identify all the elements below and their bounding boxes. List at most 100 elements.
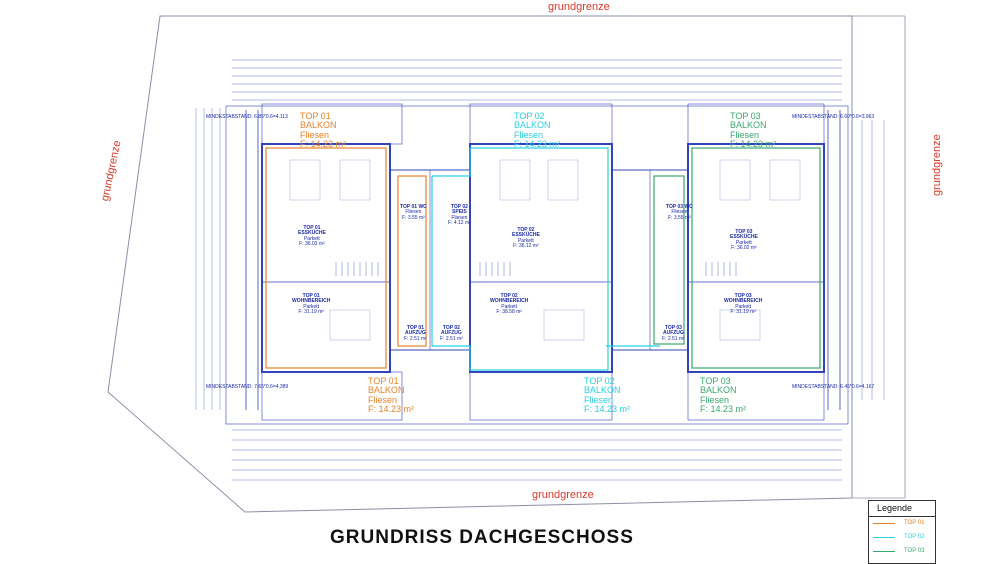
room-top03-living: TOP 03 WOHNBEREICH Parkett F: 31.19 m² bbox=[724, 293, 763, 315]
legend-item-top03: TOP 03 bbox=[869, 545, 935, 559]
property-boundary bbox=[107, 15, 853, 513]
balcony-area: F: 14.23 m² bbox=[514, 139, 561, 150]
balcony-top02-upper: TOP 02 BALKON Fliesen F: 14.23 m² bbox=[514, 111, 561, 150]
room-area: F: 3.55 m² bbox=[667, 214, 691, 221]
room-name: TOP 02 bbox=[442, 325, 460, 331]
room-name: TOP 02 bbox=[517, 227, 535, 233]
balcony-floor: Fliesen bbox=[514, 129, 544, 140]
drawing-title: GRUNDRISS DACHGESCHOSS bbox=[330, 527, 634, 548]
top02-outline bbox=[431, 147, 660, 371]
room-name: TOP 02 bbox=[500, 293, 518, 299]
room-name: TOP 01 bbox=[302, 293, 320, 299]
balcony-name: TOP 02 bbox=[514, 111, 545, 121]
dimension-lines-left bbox=[195, 108, 221, 410]
balcony-top01-lower: TOP 01 BALKON Fliesen F: 14.23 m² bbox=[368, 376, 415, 415]
room-type: ESSKÜCHE bbox=[512, 232, 540, 239]
legend-box: Legende TOP 01 TOP 02 TOP 03 bbox=[868, 500, 936, 564]
room-floor: Parkett bbox=[501, 303, 518, 310]
legend-item-top02: TOP 02 bbox=[869, 531, 935, 545]
balcony-area: F: 14.23 m² bbox=[730, 139, 777, 150]
room-type: AUFZUG bbox=[440, 330, 462, 337]
room-floor: Parkett bbox=[303, 235, 320, 242]
legend-swatch bbox=[873, 523, 895, 524]
room-top02-kitchen: TOP 02 ESSKÜCHE Parkett F: 36.12 m² bbox=[512, 227, 540, 249]
mindestabstand-bottom-left: MINDESTABSTAND: 7.65*0.6=4.389 bbox=[206, 384, 289, 390]
room-name: TOP 01 bbox=[406, 325, 424, 331]
room-top01-lift: TOP 01 AUFZUG F: 2.51 m² bbox=[404, 325, 427, 342]
grundgrenze-bottom-label: grundgrenze bbox=[532, 489, 594, 501]
room-type: SPEIS bbox=[452, 209, 467, 216]
balcony-name: TOP 03 bbox=[730, 111, 761, 121]
grundgrenze-top-label: grundgrenze bbox=[548, 1, 610, 13]
balcony-name: TOP 01 bbox=[368, 376, 399, 386]
balcony-name: TOP 01 bbox=[300, 111, 331, 121]
room-floor: Parkett bbox=[735, 239, 752, 246]
balcony-floor: Fliesen bbox=[700, 394, 730, 405]
balcony-area: F: 14.23 m² bbox=[300, 139, 347, 150]
balcony-top01-upper: TOP 01 BALKON Fliesen F: 14.23 m² bbox=[300, 111, 347, 150]
room-area: F: 2.51 m² bbox=[404, 335, 427, 342]
room-name: TOP 03 bbox=[735, 229, 753, 235]
room-area: F: 38.58 m² bbox=[496, 308, 522, 315]
mindestabstand-top-left: MINDESTABSTAND: 6.85*0.6=4.113 bbox=[206, 114, 288, 120]
building-walls bbox=[225, 103, 849, 425]
room-area: F: 3.55 m² bbox=[401, 214, 425, 221]
room-type: WOHNBEREICH bbox=[292, 298, 331, 305]
room-floor: Fliesen bbox=[405, 209, 422, 216]
legend-title: Legende bbox=[869, 501, 935, 517]
room-top01-living: TOP 01 WOHNBEREICH Parkett F: 31.19 m² bbox=[292, 293, 331, 315]
room-name: TOP 03 WC bbox=[666, 204, 693, 210]
room-top03-wc: TOP 03 WC Fliesen F: 3.55 m² bbox=[666, 204, 693, 221]
room-name: TOP 01 WC bbox=[400, 204, 427, 210]
legend-label: TOP 03 bbox=[904, 548, 925, 554]
balcony-area: F: 14.23 m² bbox=[700, 404, 747, 415]
room-floor: Parkett bbox=[517, 237, 534, 244]
room-type: ESSKÜCHE bbox=[298, 230, 326, 237]
room-area: F: 4.12 m² bbox=[448, 219, 471, 226]
room-top01-wc: TOP 01 WC Fliesen F: 3.55 m² bbox=[400, 204, 427, 221]
room-type: AUFZUG bbox=[662, 330, 684, 337]
room-floor: Parkett bbox=[735, 303, 752, 310]
mindestabstand-bottom-right: MINDESTABSTAND: 6.45*0.6=4.167 bbox=[792, 384, 875, 390]
grundgrenze-right-label: grundgrenze bbox=[931, 134, 943, 196]
room-name: TOP 02 bbox=[450, 204, 468, 210]
balcony-type: BALKON bbox=[514, 120, 551, 131]
room-area: F: 2.51 m² bbox=[440, 335, 463, 342]
room-top03-lift: TOP 03 AUFZUG F: 2.51 m² bbox=[662, 325, 685, 342]
room-type: AUFZUG bbox=[404, 330, 426, 337]
room-area: F: 31.19 m² bbox=[298, 308, 324, 315]
room-name: TOP 03 bbox=[664, 325, 682, 331]
legend-item-top01: TOP 01 bbox=[869, 517, 935, 531]
room-area: F: 36.12 m² bbox=[513, 242, 539, 249]
dimension-lines-top bbox=[232, 59, 842, 101]
fixtures bbox=[289, 159, 801, 341]
room-top02-lift: TOP 02 AUFZUG F: 2.51 m² bbox=[440, 325, 463, 342]
dimension-lines-right bbox=[851, 120, 885, 400]
dimension-lines-bottom bbox=[232, 429, 842, 481]
balcony-top03-lower: TOP 03 BALKON Fliesen F: 14.23 m² bbox=[700, 376, 747, 415]
balcony-type: BALKON bbox=[730, 120, 767, 131]
balcony-type: BALKON bbox=[368, 385, 405, 396]
room-top01-kitchen: TOP 01 ESSKÜCHE Parkett F: 36.03 m² bbox=[298, 225, 326, 247]
room-floor: Fliesen bbox=[671, 209, 688, 216]
balcony-area: F: 14.23 m² bbox=[368, 404, 415, 415]
balcony-type: BALKON bbox=[700, 385, 737, 396]
room-floor: Fliesen bbox=[451, 214, 468, 221]
mindestabstand-top-right: MINDESTABSTAND: 6.60*0.6=3.963 bbox=[792, 114, 875, 120]
room-floor: Parkett bbox=[303, 303, 320, 310]
balcony-floor: Fliesen bbox=[584, 394, 614, 405]
legend-swatch bbox=[873, 551, 895, 552]
room-top03-kitchen: TOP 03 ESSKÜCHE Parkett F: 36.02 m² bbox=[730, 229, 758, 251]
legend-label: TOP 01 bbox=[904, 520, 925, 526]
top03-outline bbox=[653, 147, 821, 369]
room-type: WOHNBEREICH bbox=[724, 298, 763, 305]
balcony-type: BALKON bbox=[300, 120, 337, 131]
room-name: TOP 03 bbox=[734, 293, 752, 299]
room-type: ESSKÜCHE bbox=[730, 234, 758, 241]
room-type: WOHNBEREICH bbox=[490, 298, 529, 305]
top01-outline bbox=[265, 147, 427, 369]
balcony-top03-upper: TOP 03 BALKON Fliesen F: 14.23 m² bbox=[730, 111, 777, 150]
legend-label: TOP 02 bbox=[904, 534, 925, 540]
balcony-type: BALKON bbox=[584, 385, 621, 396]
